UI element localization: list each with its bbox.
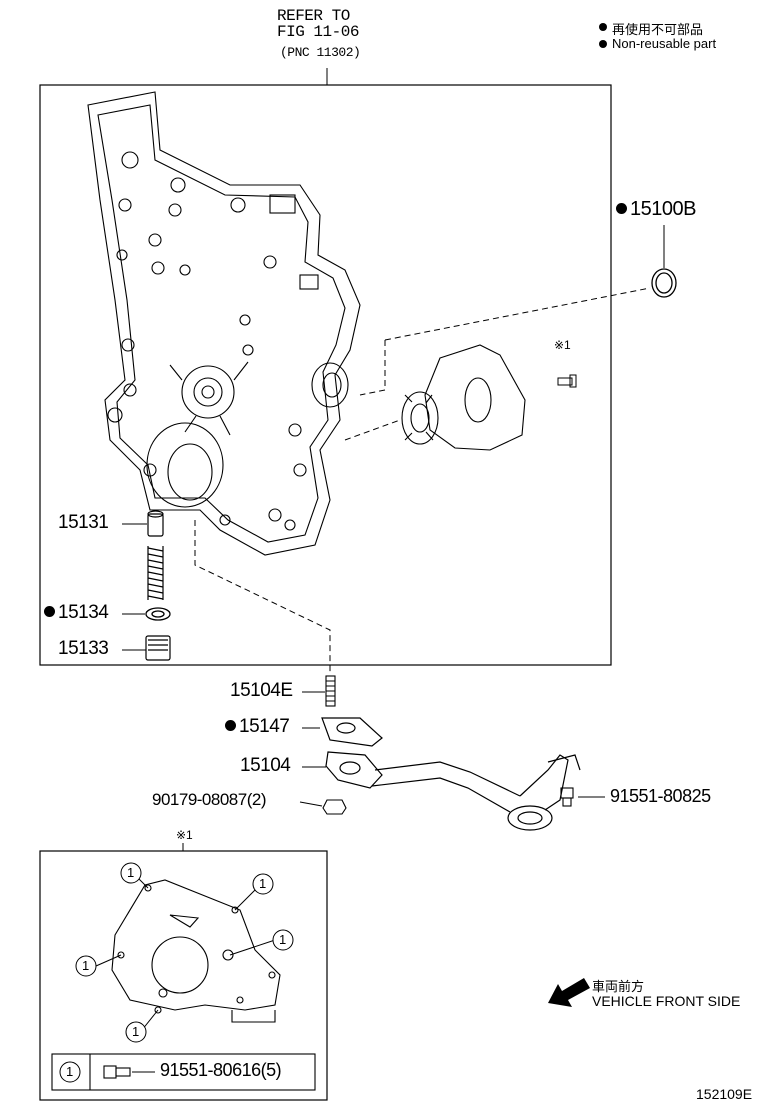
direction-jp: 車両前方: [592, 979, 645, 994]
nut-90179: [322, 799, 347, 815]
main-frame: [39, 84, 612, 666]
inset-ref-markers: [75, 862, 294, 1043]
callout-90179: 90179-08087(2): [152, 790, 266, 809]
inset-table-marker: [59, 1061, 81, 1083]
callout-15104E: 15104E: [230, 680, 293, 701]
relief-valve-gasket: [145, 607, 171, 621]
inset-table-marker-label: 1: [66, 1064, 74, 1079]
callout-15104: 15104: [240, 755, 291, 776]
callout-15100B: 15100B: [616, 198, 696, 221]
leader-90179: [299, 801, 323, 807]
inset-marker-label-2: 1: [259, 876, 267, 891]
refer-line-3: (PNC 11302): [280, 45, 361, 60]
timing-cover: [87, 91, 361, 556]
left-leaders: [122, 523, 147, 651]
dashed-guides: [194, 287, 651, 675]
inset-leaders: [95, 878, 276, 1031]
inset-marker-label-5: 1: [132, 1024, 140, 1039]
callout-15147: 15147: [225, 716, 290, 738]
oil-pump-body: [401, 344, 526, 451]
direction-en: VEHICLE FRONT SIDE: [592, 993, 741, 1009]
note-mark-inset: ※1: [176, 828, 193, 842]
inset-bolt-table: [51, 1053, 316, 1091]
inset-bolt: [103, 1065, 131, 1079]
inset-marker-label-3: 1: [279, 932, 287, 947]
non-reusable-dot-icon: [44, 606, 55, 617]
o-ring-15100B: [651, 268, 677, 298]
front-arrow-icon: [548, 978, 590, 1007]
note-mark-top: ※1: [554, 338, 571, 352]
inset-pump-plate: [111, 879, 281, 1023]
bolt-91551-80825: [560, 787, 574, 807]
gasket-15147: [321, 717, 383, 747]
relief-valve-spring: [147, 546, 164, 600]
relief-valve-plug: [145, 635, 171, 661]
legend-jp: 再使用不可部品: [612, 22, 704, 37]
non-reusable-dot-icon: [616, 203, 627, 214]
legend-dot-en: [599, 40, 607, 48]
non-reusable-dot-icon: [225, 720, 236, 731]
callout-15134: 15134: [44, 602, 109, 624]
figure-code: 152109E: [696, 1086, 753, 1102]
stud-15104E: [325, 675, 336, 707]
oil-strainer-15104: [325, 751, 581, 831]
callout-15131: 15131: [58, 512, 109, 533]
legend-dot-jp: [599, 23, 607, 31]
refer-line-2: FIG 11-06: [277, 23, 359, 41]
pump-bolt: [557, 374, 577, 388]
relief-valve-plunger: [147, 510, 164, 537]
inset-marker-label-4: 1: [82, 958, 90, 973]
refer-line-1: REFER TO: [277, 7, 350, 25]
callout-91551-80825: 91551-80825: [610, 786, 711, 806]
inset-bolt-label: 91551-80616(5): [160, 1060, 282, 1080]
inset-marker-label-1: 1: [127, 865, 135, 880]
legend-en: Non-reusable part: [612, 36, 717, 51]
callout-15133: 15133: [58, 638, 109, 659]
